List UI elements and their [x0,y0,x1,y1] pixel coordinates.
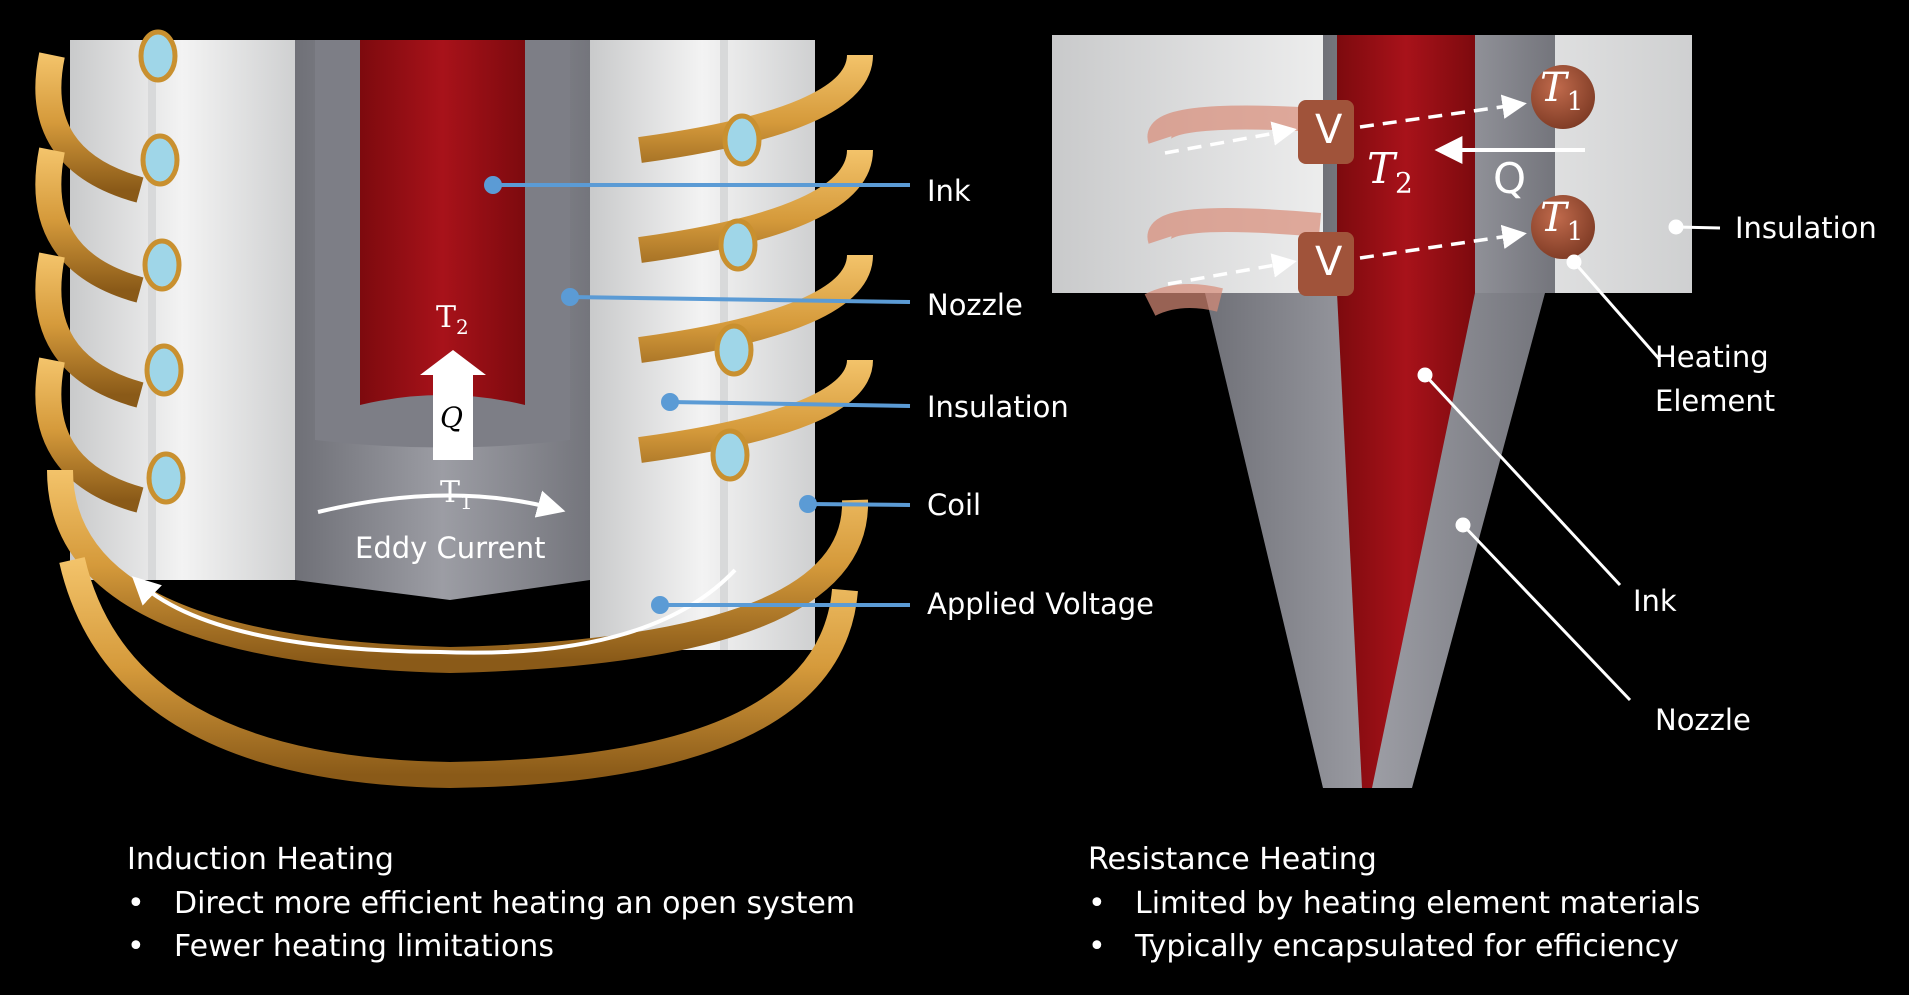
resistance-bullet: Limited by heating element materials [1088,882,1700,926]
resistance-caption: Resistance Heating Limited by heating el… [1088,838,1700,969]
applied-voltage-arrow [131,568,737,655]
label-insulation: Insulation [927,390,1069,424]
induction-caption-list: Direct more efficient heating an open sy… [127,882,855,969]
label-ink: Ink [927,174,971,208]
eddy-current-label: Eddy Current [355,531,546,565]
t1-label-bottom: T1 [1540,195,1584,247]
induction-caption: Induction Heating Direct more efficient … [127,838,855,969]
induction-caption-heading: Induction Heating [127,842,394,877]
t2-label-resistance: T2 [1367,144,1413,200]
heating-element-bottom [1531,195,1595,259]
resistance-caption-heading: Resistance Heating [1088,842,1377,877]
resistance-leader-lines [1417,219,1721,702]
label-coil: Coil [927,488,982,522]
t2-label: T2 [436,300,469,339]
coil [35,52,873,789]
t1-label: T1 [440,475,473,514]
induction-illustration [35,29,911,789]
heat-flow-arrow [420,350,486,460]
v-terminal-top [1298,100,1354,164]
induction-bullet: Direct more efficient heating an open sy… [127,882,855,926]
label-nozzle: Nozzle [927,288,1023,322]
induction-leader-lines [484,176,911,614]
resistance-bullet: Typically encapsulated for efficiency [1088,925,1700,969]
induction-bullet: Fewer heating limitations [127,925,855,969]
v-terminal-bottom [1298,232,1354,296]
label-applied-voltage: Applied Voltage [927,587,1155,621]
q-label: Q [440,401,463,434]
label-resistance-ink: Ink [1633,584,1677,618]
resistance-illustration [1052,35,1721,788]
q-label-resistance: Q [1493,154,1527,203]
resistance-dashed-arrows [1164,94,1527,286]
t1-label-top: T1 [1540,65,1584,117]
ink-column [360,40,525,405]
eddy-current-arrow [317,490,566,518]
v-label-bottom: V [1315,239,1343,285]
label-resistance-nozzle: Nozzle [1655,703,1751,737]
label-resistance-insulation: Insulation [1735,211,1877,245]
coil-cross-sections-right [710,113,762,482]
v-label-top: V [1315,107,1343,153]
label-heating-element-line1: Heating [1655,340,1769,374]
heating-element-top [1531,65,1595,129]
label-heating-element-line2: Element [1655,384,1776,418]
coil-cross-sections-left [138,29,186,505]
resistance-caption-list: Limited by heating element materials Typ… [1088,882,1700,969]
resistance-ink [1337,35,1475,788]
resistance-coil-wires [1144,105,1322,316]
